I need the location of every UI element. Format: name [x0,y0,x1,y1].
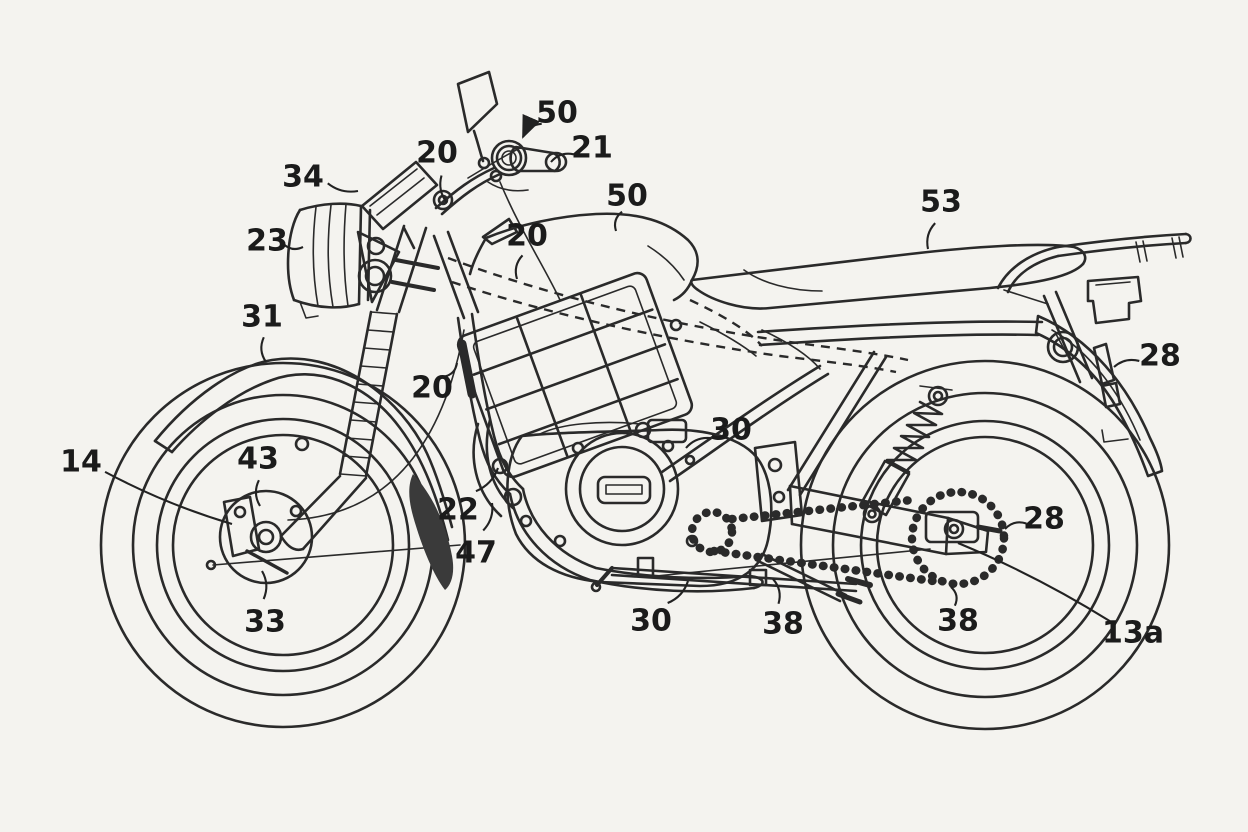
mud-flap [409,474,454,590]
ref-label-20-downtube: 20 [411,371,453,406]
leader-30-lower-rail [667,580,690,604]
swingarm [788,484,1003,556]
leader-22-engine-guard [475,467,499,493]
ref-label-43-front-hub: 43 [237,442,279,477]
leader-31-front-fender [260,336,267,363]
ref-label-38-chain: 38 [937,604,979,639]
ref-label-30-lower-rail: 30 [630,604,672,639]
pivot-plate [753,440,804,523]
leader-21-grip [550,152,574,163]
engine [506,418,773,588]
ref-label-14-brake-panel: 14 [60,445,102,480]
tank-front-dart [481,217,519,246]
leader-23-headlight [282,242,304,251]
switch-housing [490,139,528,177]
foot-peg [845,576,873,588]
brake-lever [467,147,521,179]
brake-arm [245,549,289,575]
bar-clamp [432,189,454,211]
leader-20-main-pipe [514,254,524,280]
rear-carrier-rack [996,232,1192,305]
leader-20-downtube [443,362,459,378]
rear-fender [1034,314,1164,478]
leader-14-brake-panel [104,470,233,526]
front-fender [153,357,454,590]
rear-sprocket-chain [907,487,1009,589]
leader-28-rear-bracket [1113,358,1140,368]
ref-label-13a-rear-hub: 13a [1102,616,1164,651]
drive-chain [655,487,1009,589]
leader-38-stand [772,578,781,605]
rear-wheel [799,359,1171,731]
brake-cable [287,329,465,521]
ref-label-20-handlebar: 20 [416,136,458,171]
motorcycle-drawing: 5021203450532023312820304314222847333038… [60,70,1192,731]
brake-rod [655,548,931,577]
ref-label-30-frame-tube: 30 [710,413,752,448]
leader-47-lower-frame [482,502,494,532]
ref-label-20-main-pipe: 20 [506,219,548,254]
brake-panel [222,495,261,558]
engine-emblem [596,475,652,505]
leader-33-brake-arm [261,570,268,600]
brake-pedal [595,566,614,587]
rear-axle [943,518,965,540]
fork-gaiter [339,311,398,477]
leader-30-frame-tube [685,436,711,449]
ref-label-23-headlight: 23 [246,224,288,259]
ref-label-33-brake-arm: 33 [244,605,286,640]
front-sprocket-chain [687,507,737,557]
carburetor [646,418,688,444]
ref-label-50-tank: 50 [606,179,648,214]
leader-50-tank [613,210,623,232]
shock-spring [885,400,944,474]
crankcase-cover [564,431,680,547]
side-stand [754,558,842,603]
shock-body [860,459,911,517]
ref-label-22-engine-guard: 22 [437,493,479,528]
ref-label-38-stand: 38 [762,607,804,642]
fuel-tank [468,212,699,302]
leader-53-seat [926,222,936,250]
headlight-bracket [356,230,401,304]
throttle-cable [499,181,561,301]
leader-43-front-hub [254,479,261,507]
shock-mount-detail [1046,330,1080,364]
ref-label-50-throttle: 50 [536,96,578,131]
ref-label-28-rear-bracket: 28 [1139,339,1181,374]
leader-38-chain [950,586,958,607]
headlight [286,202,401,319]
rear-shock [860,385,953,524]
mirror [456,70,499,170]
footpegs-and-stand [590,552,873,605]
ref-label-31-front-fender: 31 [241,300,283,335]
fender-bracket [1092,342,1116,386]
instrument-meter [360,160,439,250]
ref-label-34-meter: 34 [282,160,324,195]
leader-50-throttle [522,113,542,139]
ref-label-21-grip: 21 [571,131,613,166]
front-fork [279,224,440,551]
leader-34-meter [327,182,359,193]
front-hub [218,489,314,585]
hidden-frame-pipes [447,256,909,374]
leader-28-sprocket [1004,521,1027,530]
ref-label-28-sprocket: 28 [1023,502,1065,537]
ref-label-53-seat: 53 [920,185,962,220]
frame [432,230,1094,593]
leader-20-handlebar [439,175,448,204]
seat [689,243,1087,310]
leader-13a-rear-hub [957,542,1111,623]
ref-label-47-lower-frame: 47 [455,536,497,571]
